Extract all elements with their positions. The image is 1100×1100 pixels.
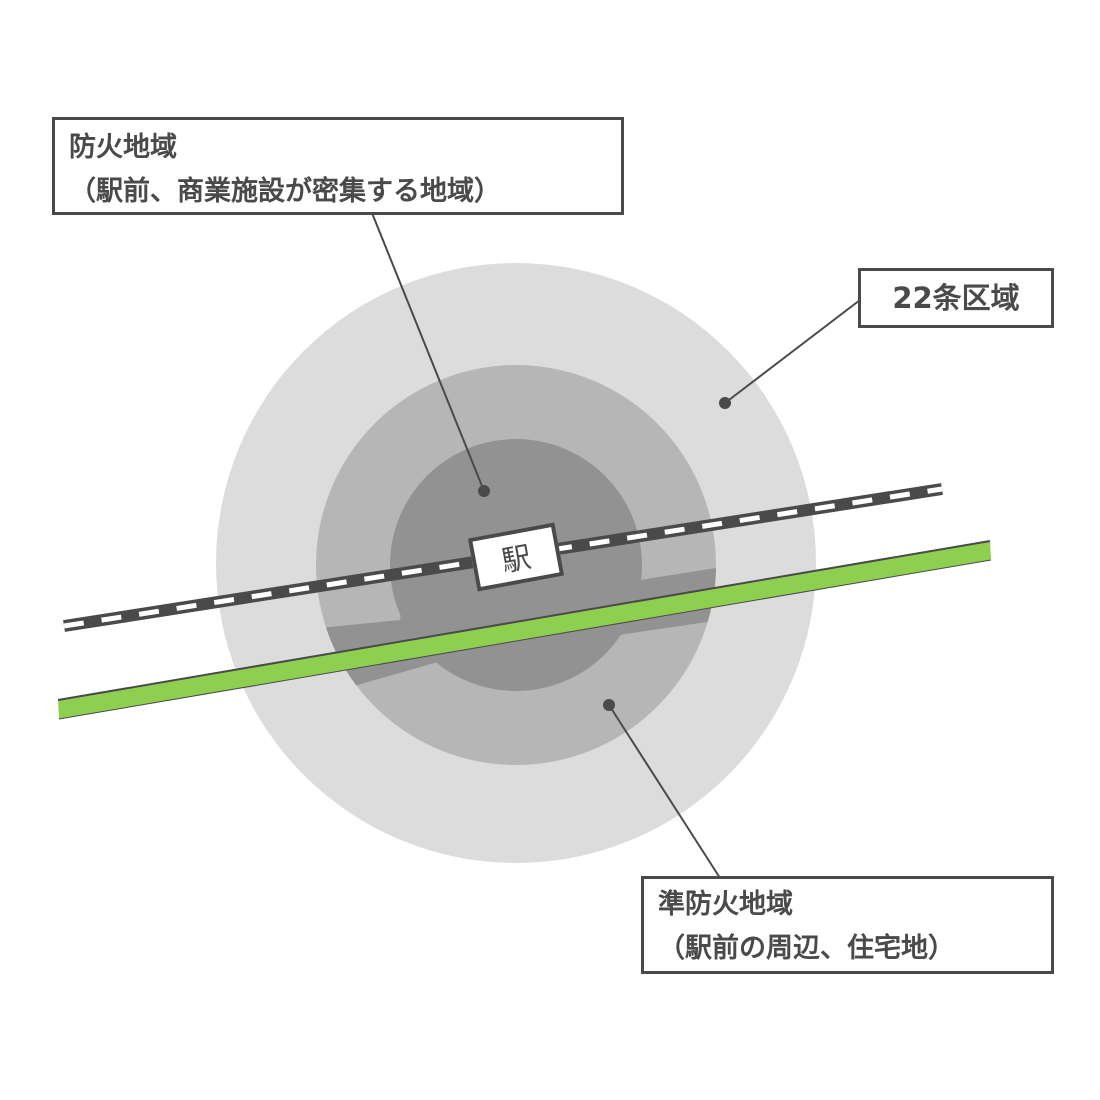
callout-junbouka-title: 準防火地域 — [658, 889, 793, 920]
callout-22jo-title: 22条区域 — [892, 281, 1020, 315]
callout-bouka-title: 防火地域 — [69, 132, 177, 163]
marker-dot-22jo — [719, 397, 731, 409]
marker-dot-junbouka — [603, 699, 615, 711]
callout-junbouka-description: （駅前の周辺、住宅地） — [658, 933, 955, 964]
leader-line-bouka — [371, 212, 485, 492]
marker-dot-bouka — [478, 485, 490, 497]
callout-bouka: 防火地域 （駅前、商業施設が密集する地域） — [52, 117, 624, 215]
callout-22jo: 22条区域 — [858, 268, 1054, 328]
leader-line-junbouka — [608, 704, 721, 879]
leader-line-22jo — [724, 299, 861, 404]
callout-junbouka: 準防火地域 （駅前の周辺、住宅地） — [641, 876, 1054, 974]
station-label: 駅 — [498, 539, 534, 579]
callout-bouka-description: （駅前、商業施設が密集する地域） — [69, 176, 501, 207]
road — [57, 540, 992, 720]
